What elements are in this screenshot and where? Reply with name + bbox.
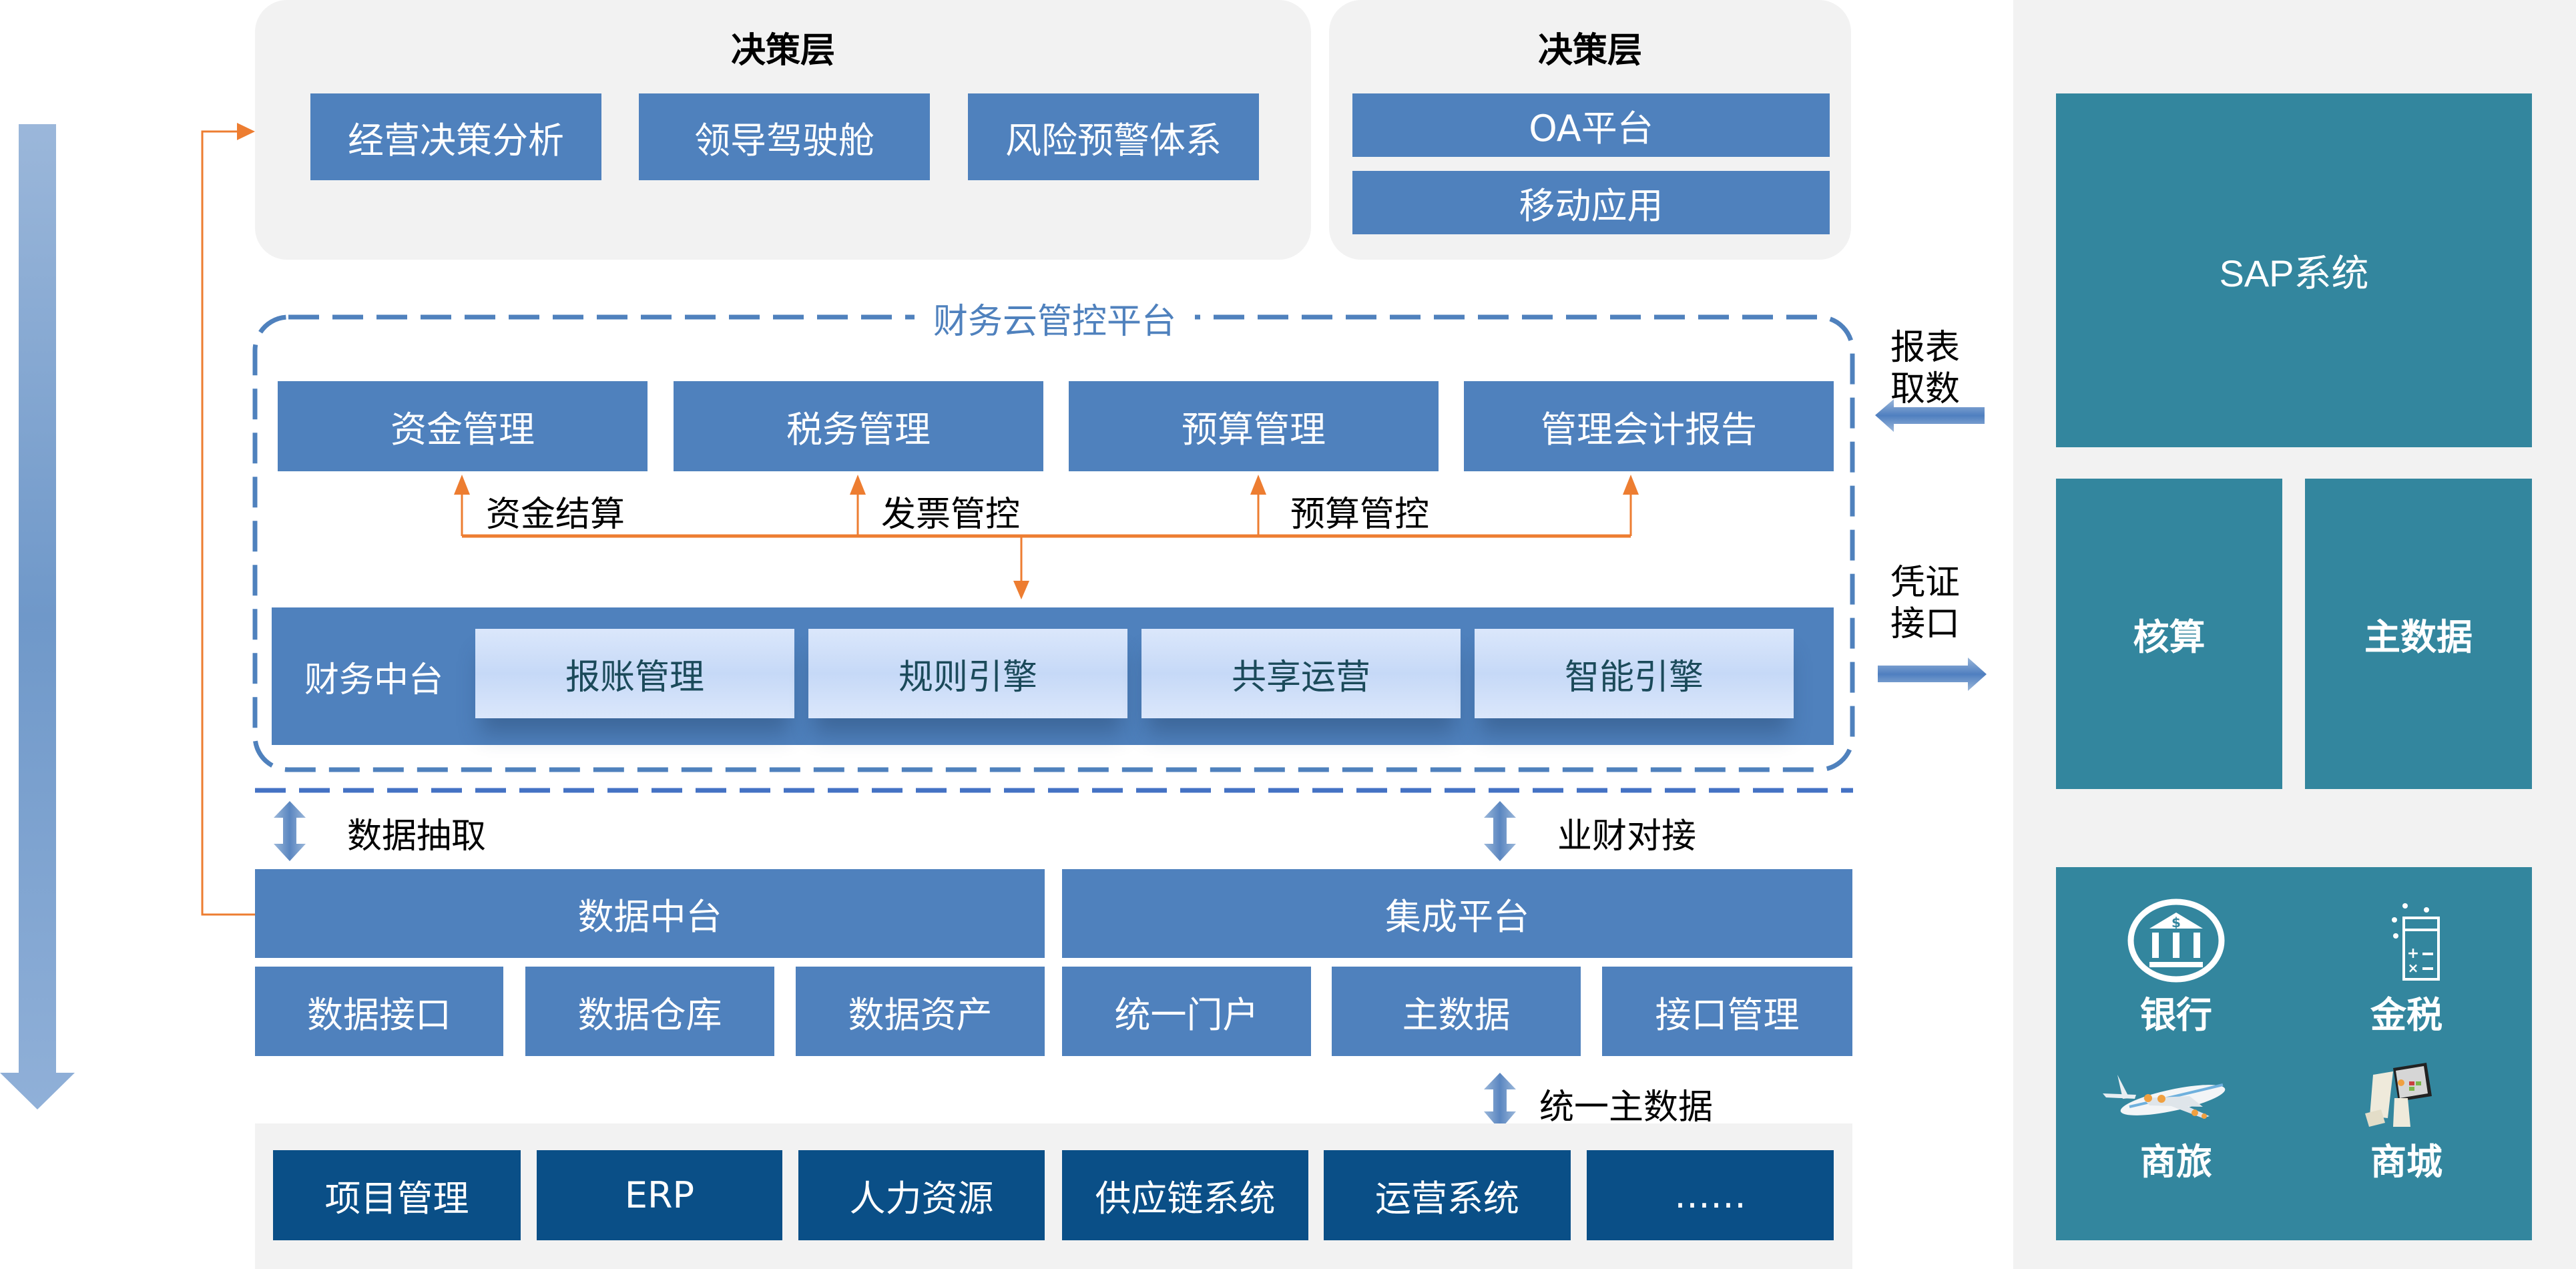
external-service-bank-label: 银行 — [2140, 993, 2212, 1036]
double-arrow-business-finance — [1484, 801, 1516, 861]
pos-terminal-icon — [2365, 1063, 2432, 1127]
external-service-business-travel[interactable]: 商旅 — [2103, 1061, 2250, 1222]
flow-label-invoice-control: 发票管控 — [881, 495, 1021, 535]
connector-label-report-fetch-line1: 报表 — [1890, 328, 1961, 368]
connector-label-business-finance: 业财对接 — [1557, 816, 1697, 856]
flow-label-budget-control: 预算管控 — [1290, 495, 1430, 535]
svg-text:+: + — [2407, 945, 2419, 962]
business-system[interactable]: 运营系统 — [1324, 1150, 1571, 1240]
business-system[interactable]: ERP — [537, 1150, 782, 1240]
bank-icon: $ — [2127, 899, 2225, 983]
external-service-bank[interactable]: $ 银行 — [2116, 898, 2236, 1051]
business-system-more[interactable]: …… — [1587, 1150, 1834, 1240]
external-service-golden-tax-label: 金税 — [2370, 993, 2442, 1036]
data-platform-item[interactable]: 数据资产 — [796, 967, 1045, 1056]
external-service-golden-tax[interactable]: + × 金税 — [2346, 898, 2467, 1051]
business-systems-panel — [255, 1123, 1852, 1269]
data-platform-item[interactable]: 数据接口 — [255, 967, 503, 1056]
connector-label-voucher-interface-line1: 凭证 — [1890, 563, 1961, 603]
arrow-right-voucher-interface — [1878, 658, 1987, 691]
decision-item[interactable]: 领导驾驶舱 — [639, 93, 930, 180]
connector-label-unified-master: 统一主数据 — [1539, 1087, 1714, 1127]
double-arrow-data-extract — [274, 801, 306, 861]
svg-text:$: $ — [2171, 915, 2181, 931]
finance-middle-item[interactable]: 规则引擎 — [808, 629, 1127, 718]
business-system[interactable]: 项目管理 — [273, 1150, 521, 1240]
orange-distribution-connector — [454, 475, 1639, 599]
finance-middle-item[interactable]: 报账管理 — [475, 629, 794, 718]
sap-system[interactable]: SAP系统 — [2056, 93, 2532, 447]
side-arrows — [1875, 399, 1987, 691]
external-service-business-travel-label: 商旅 — [2140, 1140, 2212, 1183]
decision-item[interactable]: 经营决策分析 — [310, 93, 601, 180]
finance-cloud-title: 财务云管控平台 — [933, 301, 1176, 342]
integration-platform-header[interactable]: 集成平台 — [1062, 869, 1852, 958]
finance-module[interactable]: 管理会计报告 — [1464, 381, 1834, 471]
calculator-icon: + × — [2392, 903, 2440, 981]
double-arrow-unified-master — [1484, 1073, 1516, 1130]
integration-platform-item[interactable]: 主数据 — [1332, 967, 1581, 1056]
connector-label-report-fetch-line2: 取数 — [1890, 369, 1961, 409]
sap-master-data[interactable]: 主数据 — [2305, 479, 2532, 789]
decision-item[interactable]: 风险预警体系 — [968, 93, 1259, 180]
finance-middle-item[interactable]: 智能引擎 — [1475, 629, 1794, 718]
decision-panel-right-title: 决策层 — [1537, 30, 1642, 71]
decision-item-mobile[interactable]: 移动应用 — [1352, 171, 1830, 234]
finance-middle-platform-label: 财务中台 — [304, 660, 443, 700]
connector-label-voucher-interface-line2: 接口 — [1890, 604, 1961, 644]
business-system[interactable]: 供应链系统 — [1062, 1150, 1308, 1240]
connector-label-voucher-interface: 凭证 接口 — [1890, 562, 1960, 645]
orange-feedback-connector — [201, 123, 255, 916]
airplane-icon — [2103, 1075, 2226, 1119]
sap-accounting[interactable]: 核算 — [2056, 479, 2282, 789]
integration-platform-item[interactable]: 接口管理 — [1602, 967, 1852, 1056]
decision-item-oa[interactable]: OA平台 — [1352, 93, 1830, 157]
finance-module[interactable]: 预算管理 — [1069, 381, 1439, 471]
external-service-mall[interactable]: 商城 — [2346, 1061, 2467, 1222]
integration-platform-item[interactable]: 统一门户 — [1062, 967, 1311, 1056]
svg-text:×: × — [2408, 960, 2419, 976]
finance-cloud-dashed-border — [252, 294, 1855, 793]
double-arrow-icons — [274, 801, 1516, 1130]
finance-module[interactable]: 资金管理 — [278, 381, 648, 471]
data-platform-item[interactable]: 数据仓库 — [525, 967, 774, 1056]
data-platform-header[interactable]: 数据中台 — [255, 869, 1045, 958]
arrow-left-report-fetch — [1875, 399, 1985, 432]
connector-label-data-extract: 数据抽取 — [347, 816, 487, 856]
business-system[interactable]: 人力资源 — [798, 1150, 1045, 1240]
decision-panel-left-title: 决策层 — [730, 30, 835, 71]
finance-module[interactable]: 税务管理 — [674, 381, 1043, 471]
connector-label-report-fetch: 报表 取数 — [1890, 327, 1960, 410]
external-service-mall-label: 商城 — [2370, 1140, 2442, 1183]
flow-label-fund-settlement: 资金结算 — [486, 495, 625, 535]
flow-down-arrow-icon — [0, 124, 75, 1109]
finance-middle-item[interactable]: 共享运营 — [1141, 629, 1461, 718]
